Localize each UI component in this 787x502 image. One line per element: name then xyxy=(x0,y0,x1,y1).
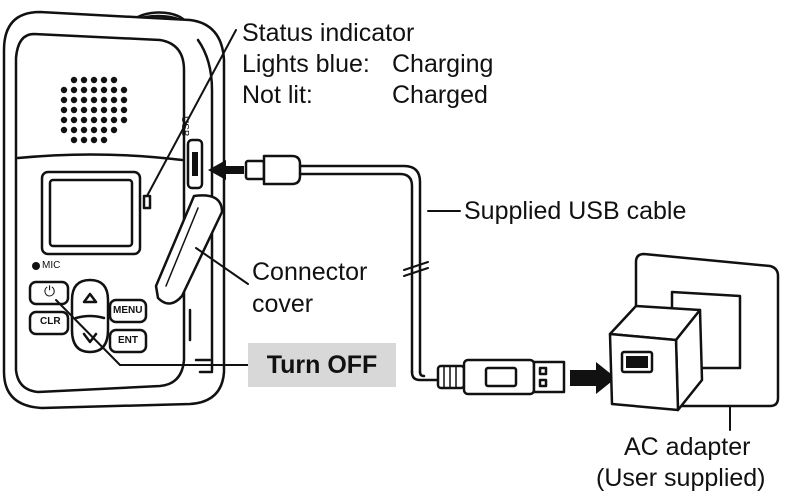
radio-device xyxy=(2,10,226,410)
speaker-hole xyxy=(100,106,108,114)
speaker-hole xyxy=(110,86,118,94)
speaker-hole xyxy=(100,136,108,144)
micro-usb-plug xyxy=(244,159,266,181)
lights-blue-value: Charging xyxy=(392,50,494,78)
speaker-hole xyxy=(60,116,68,124)
connector-cover-label-line2: cover xyxy=(252,290,314,318)
connector-cover xyxy=(154,194,224,305)
ac-adapter-label-line2: (User supplied) xyxy=(596,464,766,492)
speaker-hole xyxy=(70,116,78,124)
connector-leader xyxy=(195,247,249,285)
speaker-hole xyxy=(100,96,108,104)
speaker-hole xyxy=(110,126,118,134)
speaker-hole xyxy=(110,76,118,84)
speaker-hole xyxy=(120,86,128,94)
power-key-symbol: ⏻ xyxy=(44,283,56,299)
not-lit-value: Charged xyxy=(392,81,488,109)
usb-a-plug xyxy=(462,358,536,396)
speaker-hole xyxy=(120,106,128,114)
usb-cable xyxy=(244,154,566,396)
speaker-hole xyxy=(110,116,118,124)
up-arrow-icon xyxy=(82,292,98,304)
turn-off-label: Turn OFF xyxy=(248,343,396,387)
status-indicator-label: Status indicator xyxy=(242,19,415,47)
speaker-hole xyxy=(80,76,88,84)
down-arrow-icon xyxy=(82,332,98,344)
mic-icon xyxy=(32,262,40,270)
power-key xyxy=(28,280,70,306)
ent-key xyxy=(108,328,148,354)
connector-cover-label-line1: Connector xyxy=(252,258,368,286)
speaker-hole xyxy=(90,96,98,104)
speaker-hole xyxy=(80,106,88,114)
speaker-hole xyxy=(90,106,98,114)
speaker-hole xyxy=(80,126,88,134)
menu-key xyxy=(108,298,148,324)
speaker-hole xyxy=(70,96,78,104)
speaker-hole xyxy=(90,76,98,84)
status-leader xyxy=(146,29,237,197)
speaker-hole xyxy=(60,106,68,114)
speaker-hole xyxy=(80,136,88,144)
ac-adapter xyxy=(608,304,704,412)
speaker-hole xyxy=(80,86,88,94)
speaker-hole xyxy=(110,106,118,114)
speaker-hole xyxy=(80,96,88,104)
speaker-hole xyxy=(100,116,108,124)
speaker-hole xyxy=(60,96,68,104)
speaker-hole xyxy=(70,106,78,114)
speaker-hole xyxy=(60,126,68,134)
menu-key-label: MENU xyxy=(113,305,143,316)
speaker-hole xyxy=(90,116,98,124)
speaker-hole xyxy=(90,126,98,134)
speaker-hole xyxy=(90,86,98,94)
insert-arrow-icon xyxy=(208,160,244,180)
speaker-hole xyxy=(120,96,128,104)
speaker-hole xyxy=(70,86,78,94)
status-led xyxy=(142,194,152,210)
speaker-grille xyxy=(60,76,128,144)
speaker-hole xyxy=(110,96,118,104)
not-lit-key: Not lit: xyxy=(242,81,313,109)
clr-key-label: CLR xyxy=(40,316,61,327)
plug-in-arrow-icon xyxy=(570,362,616,394)
speaker-hole xyxy=(70,76,78,84)
speaker-hole xyxy=(80,116,88,124)
speaker-hole xyxy=(100,126,108,134)
ac-adapter-label-line1: AC adapter xyxy=(624,433,751,461)
speaker-hole xyxy=(70,126,78,134)
lights-blue-key: Lights blue: xyxy=(242,50,370,78)
mic-label: MIC xyxy=(42,260,61,271)
usb-port-label: USB xyxy=(179,116,190,137)
speaker-hole xyxy=(90,136,98,144)
display-screen xyxy=(40,170,142,256)
speaker-hole xyxy=(120,116,128,124)
ent-key-label: ENT xyxy=(118,335,138,346)
speaker-hole xyxy=(100,86,108,94)
speaker-hole xyxy=(60,86,68,94)
usb-cable-label: Supplied USB cable xyxy=(464,197,687,225)
speaker-hole xyxy=(70,136,78,144)
speaker-hole xyxy=(100,76,108,84)
clr-key xyxy=(28,310,70,336)
